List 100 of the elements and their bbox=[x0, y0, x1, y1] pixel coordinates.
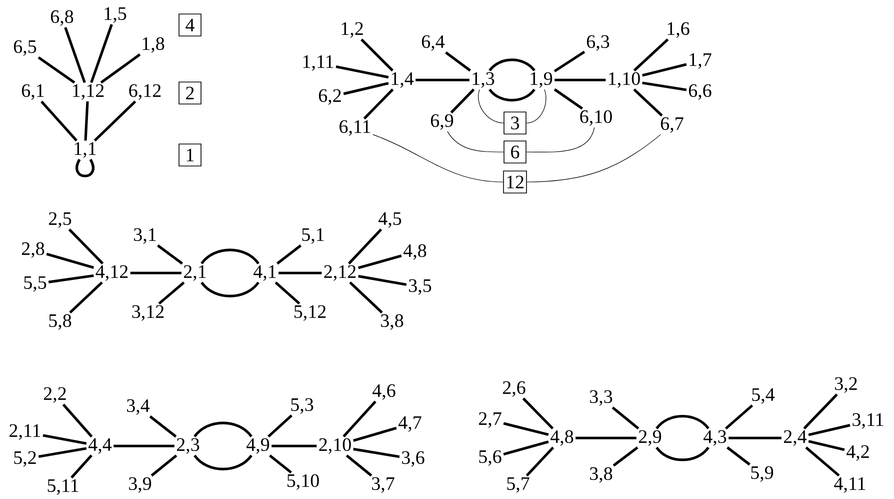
vertex-label: 3,5 bbox=[409, 279, 432, 295]
vertex-label: 4,8 bbox=[550, 430, 574, 446]
vertex-label: 5,3 bbox=[291, 398, 314, 414]
vertex-label: 6,7 bbox=[660, 117, 684, 133]
vertex-label: 3,9 bbox=[129, 477, 152, 493]
connector-line bbox=[526, 89, 546, 124]
graph-edge bbox=[554, 50, 586, 72]
vertex-label: 2,7 bbox=[478, 412, 502, 428]
vertex-label: 2,11 bbox=[10, 424, 40, 440]
vertex-label: 4,11 bbox=[834, 477, 866, 493]
connector-line bbox=[372, 134, 504, 182]
graph-edge bbox=[416, 78, 470, 82]
vertex-label: 3,2 bbox=[835, 377, 857, 393]
number-box: 2 bbox=[178, 82, 202, 104]
vertex-label: 4,2 bbox=[846, 445, 869, 461]
graph-edge bbox=[633, 38, 669, 72]
graph-edge bbox=[526, 446, 554, 477]
number-box: 4 bbox=[178, 14, 202, 36]
vertex-label: 2,6 bbox=[502, 381, 526, 397]
number-box: 1 bbox=[178, 144, 202, 166]
graph-edge bbox=[269, 454, 292, 474]
vertex-label: 3,8 bbox=[590, 467, 612, 483]
graph-edge bbox=[90, 24, 113, 83]
graph-edge bbox=[268, 414, 292, 438]
vertex-label: 5,5 bbox=[24, 276, 46, 292]
vertex-label: 2,10 bbox=[319, 438, 351, 454]
vertex-label: 2,4 bbox=[784, 430, 807, 446]
graph-edge bbox=[38, 56, 76, 84]
vertex-label: 6,9 bbox=[430, 114, 454, 130]
graph-edge bbox=[612, 446, 638, 467]
graph-edge bbox=[554, 78, 606, 82]
graph-edge bbox=[450, 88, 475, 114]
vertex-label: 5,8 bbox=[49, 314, 72, 330]
vertex-label: 5,11 bbox=[48, 479, 78, 495]
vertex-label: 1,2 bbox=[342, 22, 363, 38]
graph-edge bbox=[69, 282, 103, 314]
graph-edge bbox=[642, 63, 687, 77]
vertex-label: 2,9 bbox=[638, 430, 662, 446]
vertex-label: 6,8 bbox=[50, 10, 74, 26]
vertex-label: 1,3 bbox=[472, 72, 494, 88]
vertex-label: 3,12 bbox=[132, 305, 164, 321]
graph-edge bbox=[200, 282, 260, 298]
vertex-label: 3,3 bbox=[590, 390, 612, 406]
vertex-label: 6,6 bbox=[688, 84, 712, 100]
number-box: 3 bbox=[504, 112, 526, 134]
graph-edge bbox=[445, 51, 471, 72]
graph-edge bbox=[358, 274, 407, 286]
vertex-label: 5,12 bbox=[294, 305, 326, 321]
graph-edge bbox=[342, 400, 376, 438]
vertex-label: 5,7 bbox=[507, 477, 530, 493]
graph-edge bbox=[726, 446, 750, 466]
vertex-label: 6,11 bbox=[340, 120, 370, 136]
vertex-label: 6,2 bbox=[318, 89, 341, 105]
vertex-label: 5,4 bbox=[752, 388, 775, 404]
graph-edge bbox=[274, 281, 300, 305]
graph-edge bbox=[358, 254, 402, 270]
graph-edge bbox=[805, 446, 840, 477]
vertex-label: 1,4 bbox=[392, 72, 414, 88]
vertex-label: 3,7 bbox=[372, 477, 394, 493]
graph-edge bbox=[157, 244, 183, 265]
graph-edge bbox=[633, 88, 663, 116]
graph-edge bbox=[642, 82, 687, 92]
graph-edge bbox=[728, 436, 782, 440]
vertex-label: 5,6 bbox=[479, 450, 502, 466]
graph-edge bbox=[42, 434, 87, 445]
graph-edge bbox=[62, 404, 93, 438]
graph-edge bbox=[576, 436, 636, 440]
graph-edge bbox=[194, 422, 252, 438]
vertex-label: 1,8 bbox=[142, 37, 164, 53]
graph-edge bbox=[612, 406, 640, 430]
vertex-label: 2,12 bbox=[324, 265, 356, 281]
vertex-label: 6,5 bbox=[14, 40, 36, 56]
vertex-label: 1,1 bbox=[74, 142, 96, 158]
graph-edge bbox=[46, 252, 94, 269]
graph-edge bbox=[363, 88, 394, 120]
connector-line bbox=[526, 127, 595, 152]
graph-edge bbox=[352, 426, 397, 442]
graph-edge bbox=[656, 446, 710, 462]
vertex-label: 2,8 bbox=[22, 242, 44, 258]
graph-edge bbox=[48, 274, 94, 284]
graph-edge bbox=[38, 447, 87, 458]
graph-edge bbox=[554, 88, 584, 110]
vertex-label: 1,7 bbox=[690, 53, 712, 69]
vertex-label: 3,1 bbox=[134, 228, 156, 244]
graph-edge bbox=[503, 440, 549, 456]
vertex-label: 4,12 bbox=[96, 265, 128, 281]
vertex-label: 3,6 bbox=[402, 451, 424, 467]
vertex-label: 2,3 bbox=[176, 438, 200, 454]
vertex-label: 1,10 bbox=[609, 72, 640, 88]
vertex-label: 5,9 bbox=[751, 466, 774, 482]
graph-edge bbox=[503, 422, 549, 436]
vertex-label: 4,4 bbox=[88, 438, 112, 454]
vertex-label: 4,5 bbox=[378, 212, 402, 228]
vertex-label: 4,9 bbox=[246, 438, 270, 454]
graph-edge bbox=[70, 454, 92, 478]
graph-edge bbox=[808, 424, 850, 436]
graph-edge bbox=[346, 454, 372, 477]
graph-edge bbox=[76, 158, 94, 178]
graph-edge bbox=[360, 38, 394, 72]
graph-edge bbox=[488, 58, 536, 72]
